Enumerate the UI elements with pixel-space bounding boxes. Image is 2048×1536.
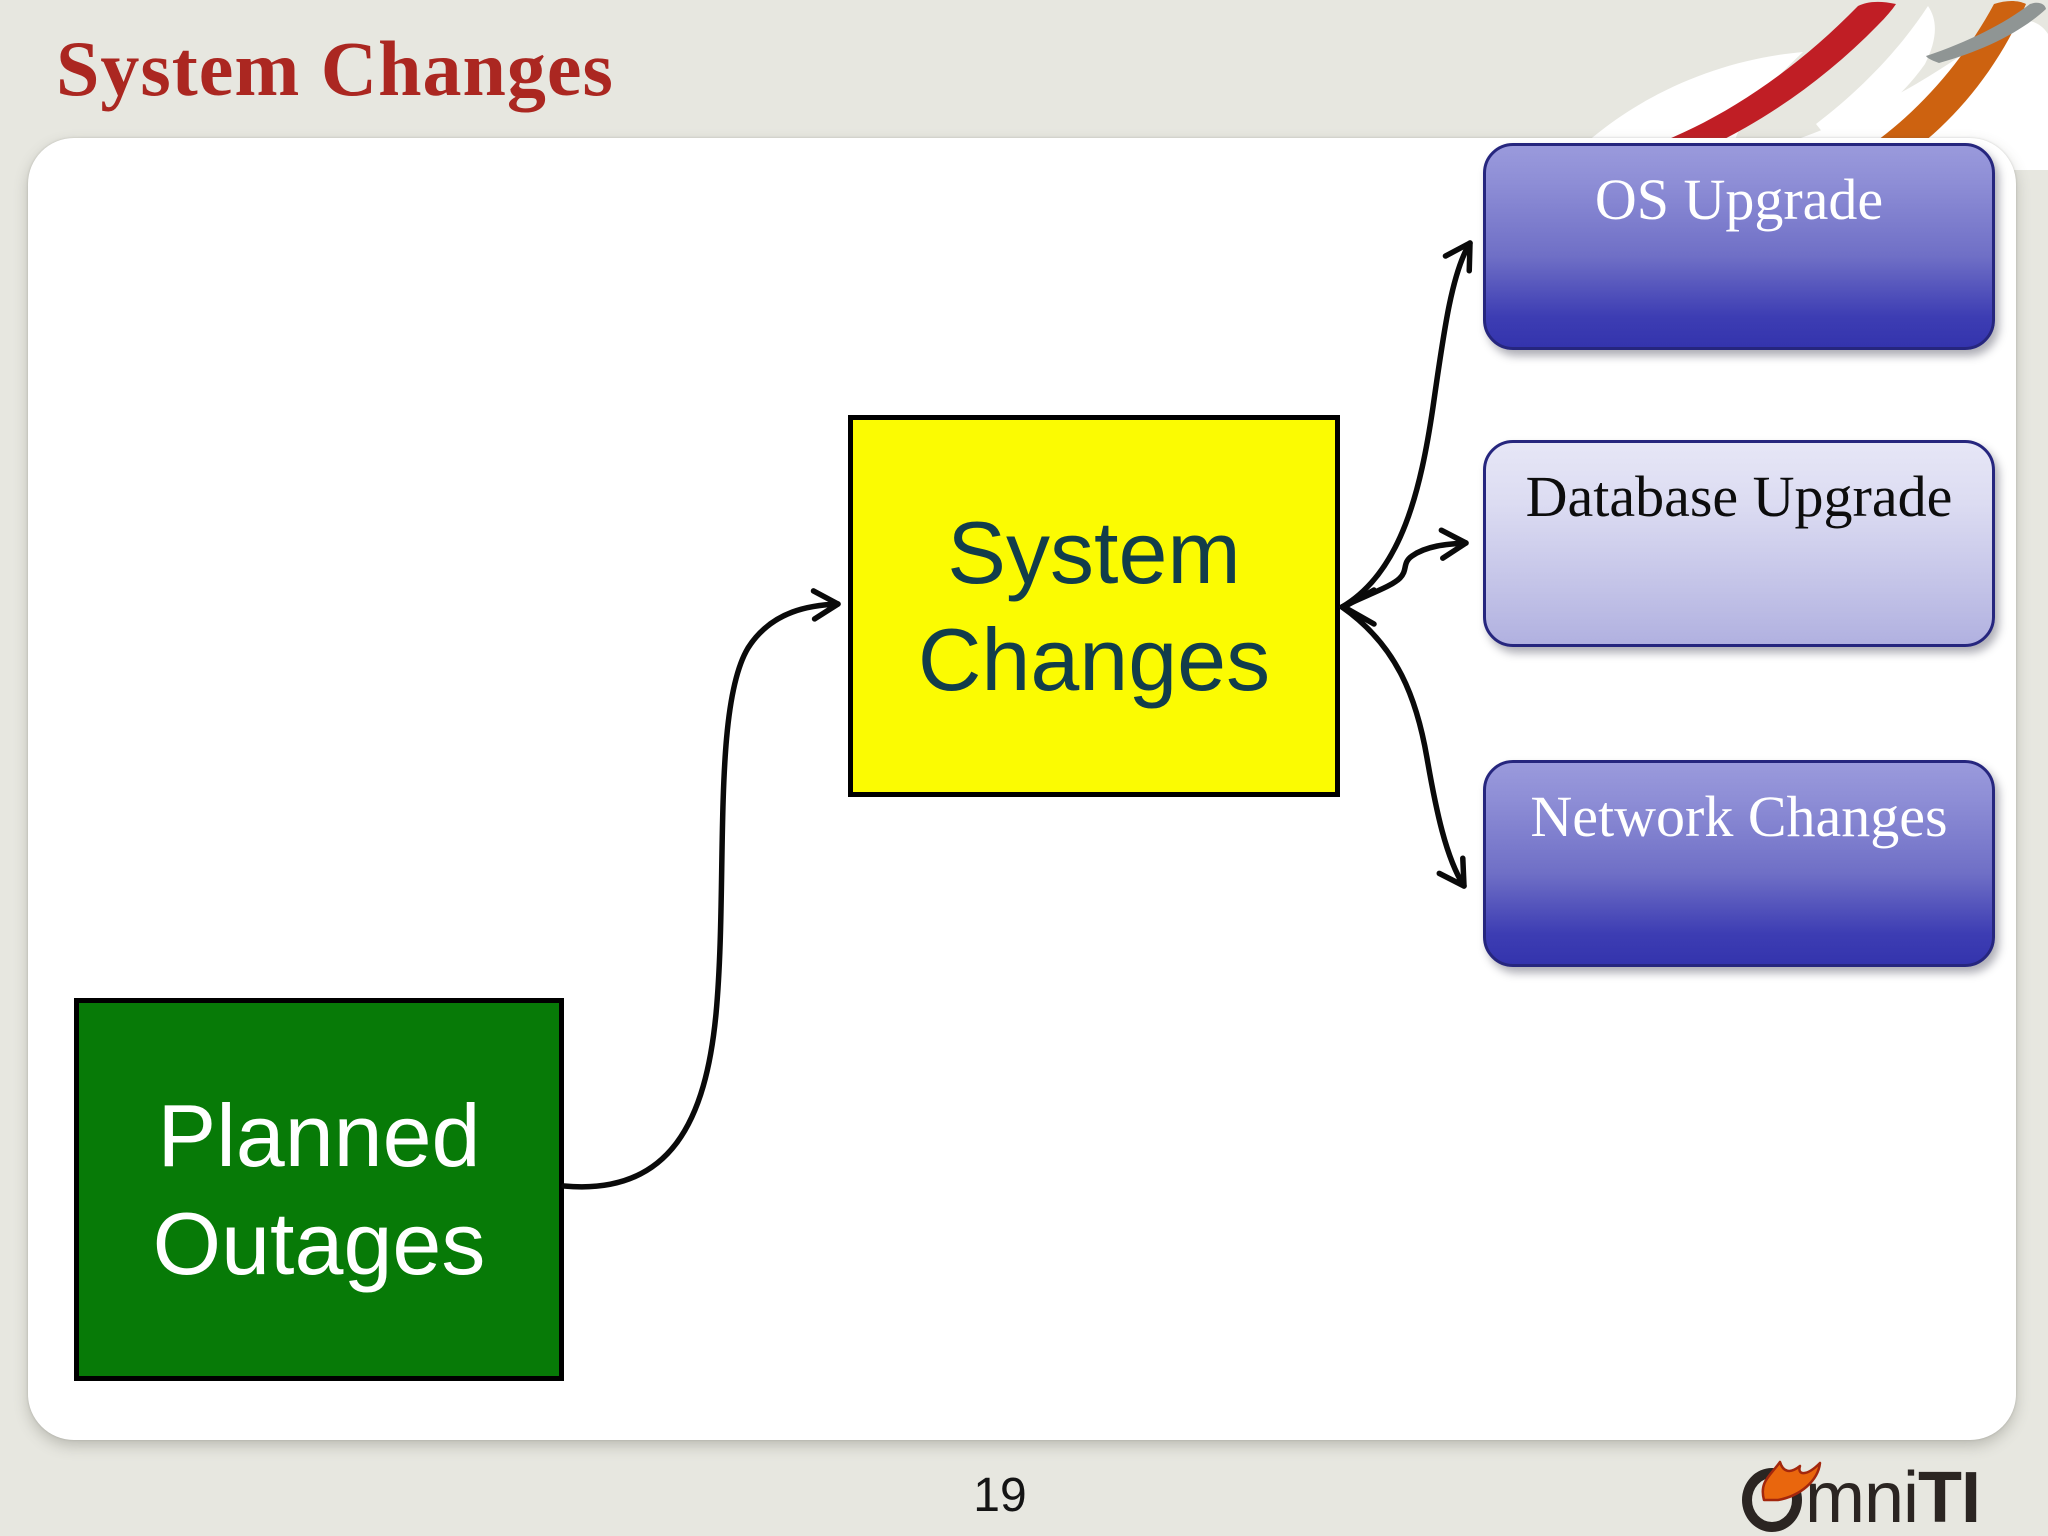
slide-title: System Changes: [56, 25, 614, 112]
system-changes-box: System Changes: [848, 415, 1340, 797]
database-upgrade-box: Database Upgrade: [1483, 440, 1995, 647]
omniti-o-ring: [1742, 1460, 1822, 1532]
system-changes-label-line2: Changes: [917, 610, 1271, 709]
red-swoosh: [1606, 1, 1896, 170]
omniti-logo-text-mni: mni: [1805, 1458, 1919, 1536]
os-upgrade-box: OS Upgrade: [1483, 143, 1995, 350]
planned-outages-label-line2: Outages: [152, 1193, 486, 1293]
database-upgrade-label: Database Upgrade: [1525, 464, 1953, 529]
white-wave-right: [1688, 20, 2048, 170]
network-changes-label: Network Changes: [1530, 784, 1948, 849]
system-changes-label-line1: System: [947, 502, 1241, 602]
flame-icon: [1761, 1460, 1822, 1502]
planned-outages-box: Planned Outages: [74, 998, 564, 1381]
gray-swoosh: [1926, 2, 2046, 63]
os-upgrade-label: OS Upgrade: [1594, 167, 1884, 232]
page-number: 19: [973, 1469, 1027, 1522]
network-changes-box: Network Changes: [1483, 760, 1995, 967]
white-flame-tongue: [1816, 6, 1935, 144]
omniti-logo-text-ti: TI: [1918, 1458, 1981, 1536]
planned-outages-label-line1: Planned: [157, 1086, 481, 1186]
omniti-logo: mni TI: [1742, 1450, 1981, 1536]
